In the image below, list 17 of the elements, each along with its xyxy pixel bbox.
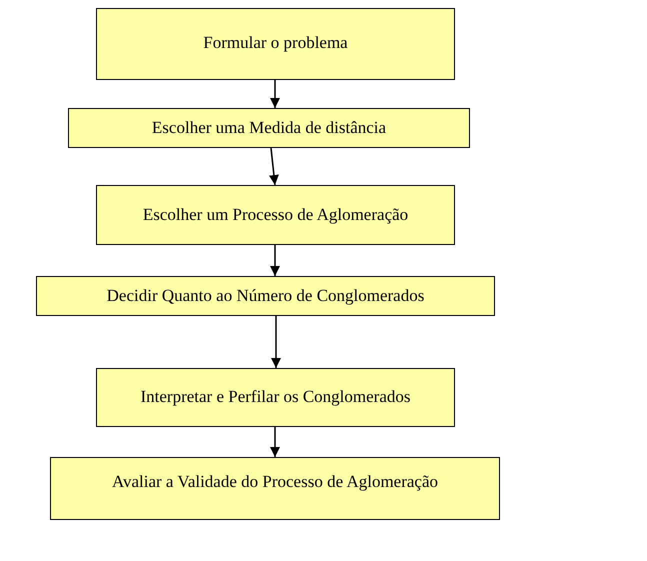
step-label: Avaliar a Validade do Processo de Aglomeração (110, 472, 440, 492)
process-box (36, 276, 495, 316)
step-label: Formular o problema (202, 33, 349, 53)
process-box (50, 457, 500, 520)
process-box (96, 185, 455, 245)
arrow (270, 80, 280, 108)
step-label: Escolher um Processo de Aglomeração (142, 205, 410, 225)
process-box (68, 108, 470, 148)
step-label: Escolher uma Medida de distância (150, 118, 388, 138)
step-label: Interpretar e Perfilar os Conglomerados (139, 387, 412, 407)
arrow (270, 427, 280, 457)
arrow (268, 148, 279, 186)
process-box (96, 368, 455, 427)
arrow (270, 245, 280, 276)
process-box (96, 8, 455, 80)
arrow (271, 316, 281, 368)
step-label: Decidir Quanto ao Número de Conglomerados (106, 286, 426, 306)
